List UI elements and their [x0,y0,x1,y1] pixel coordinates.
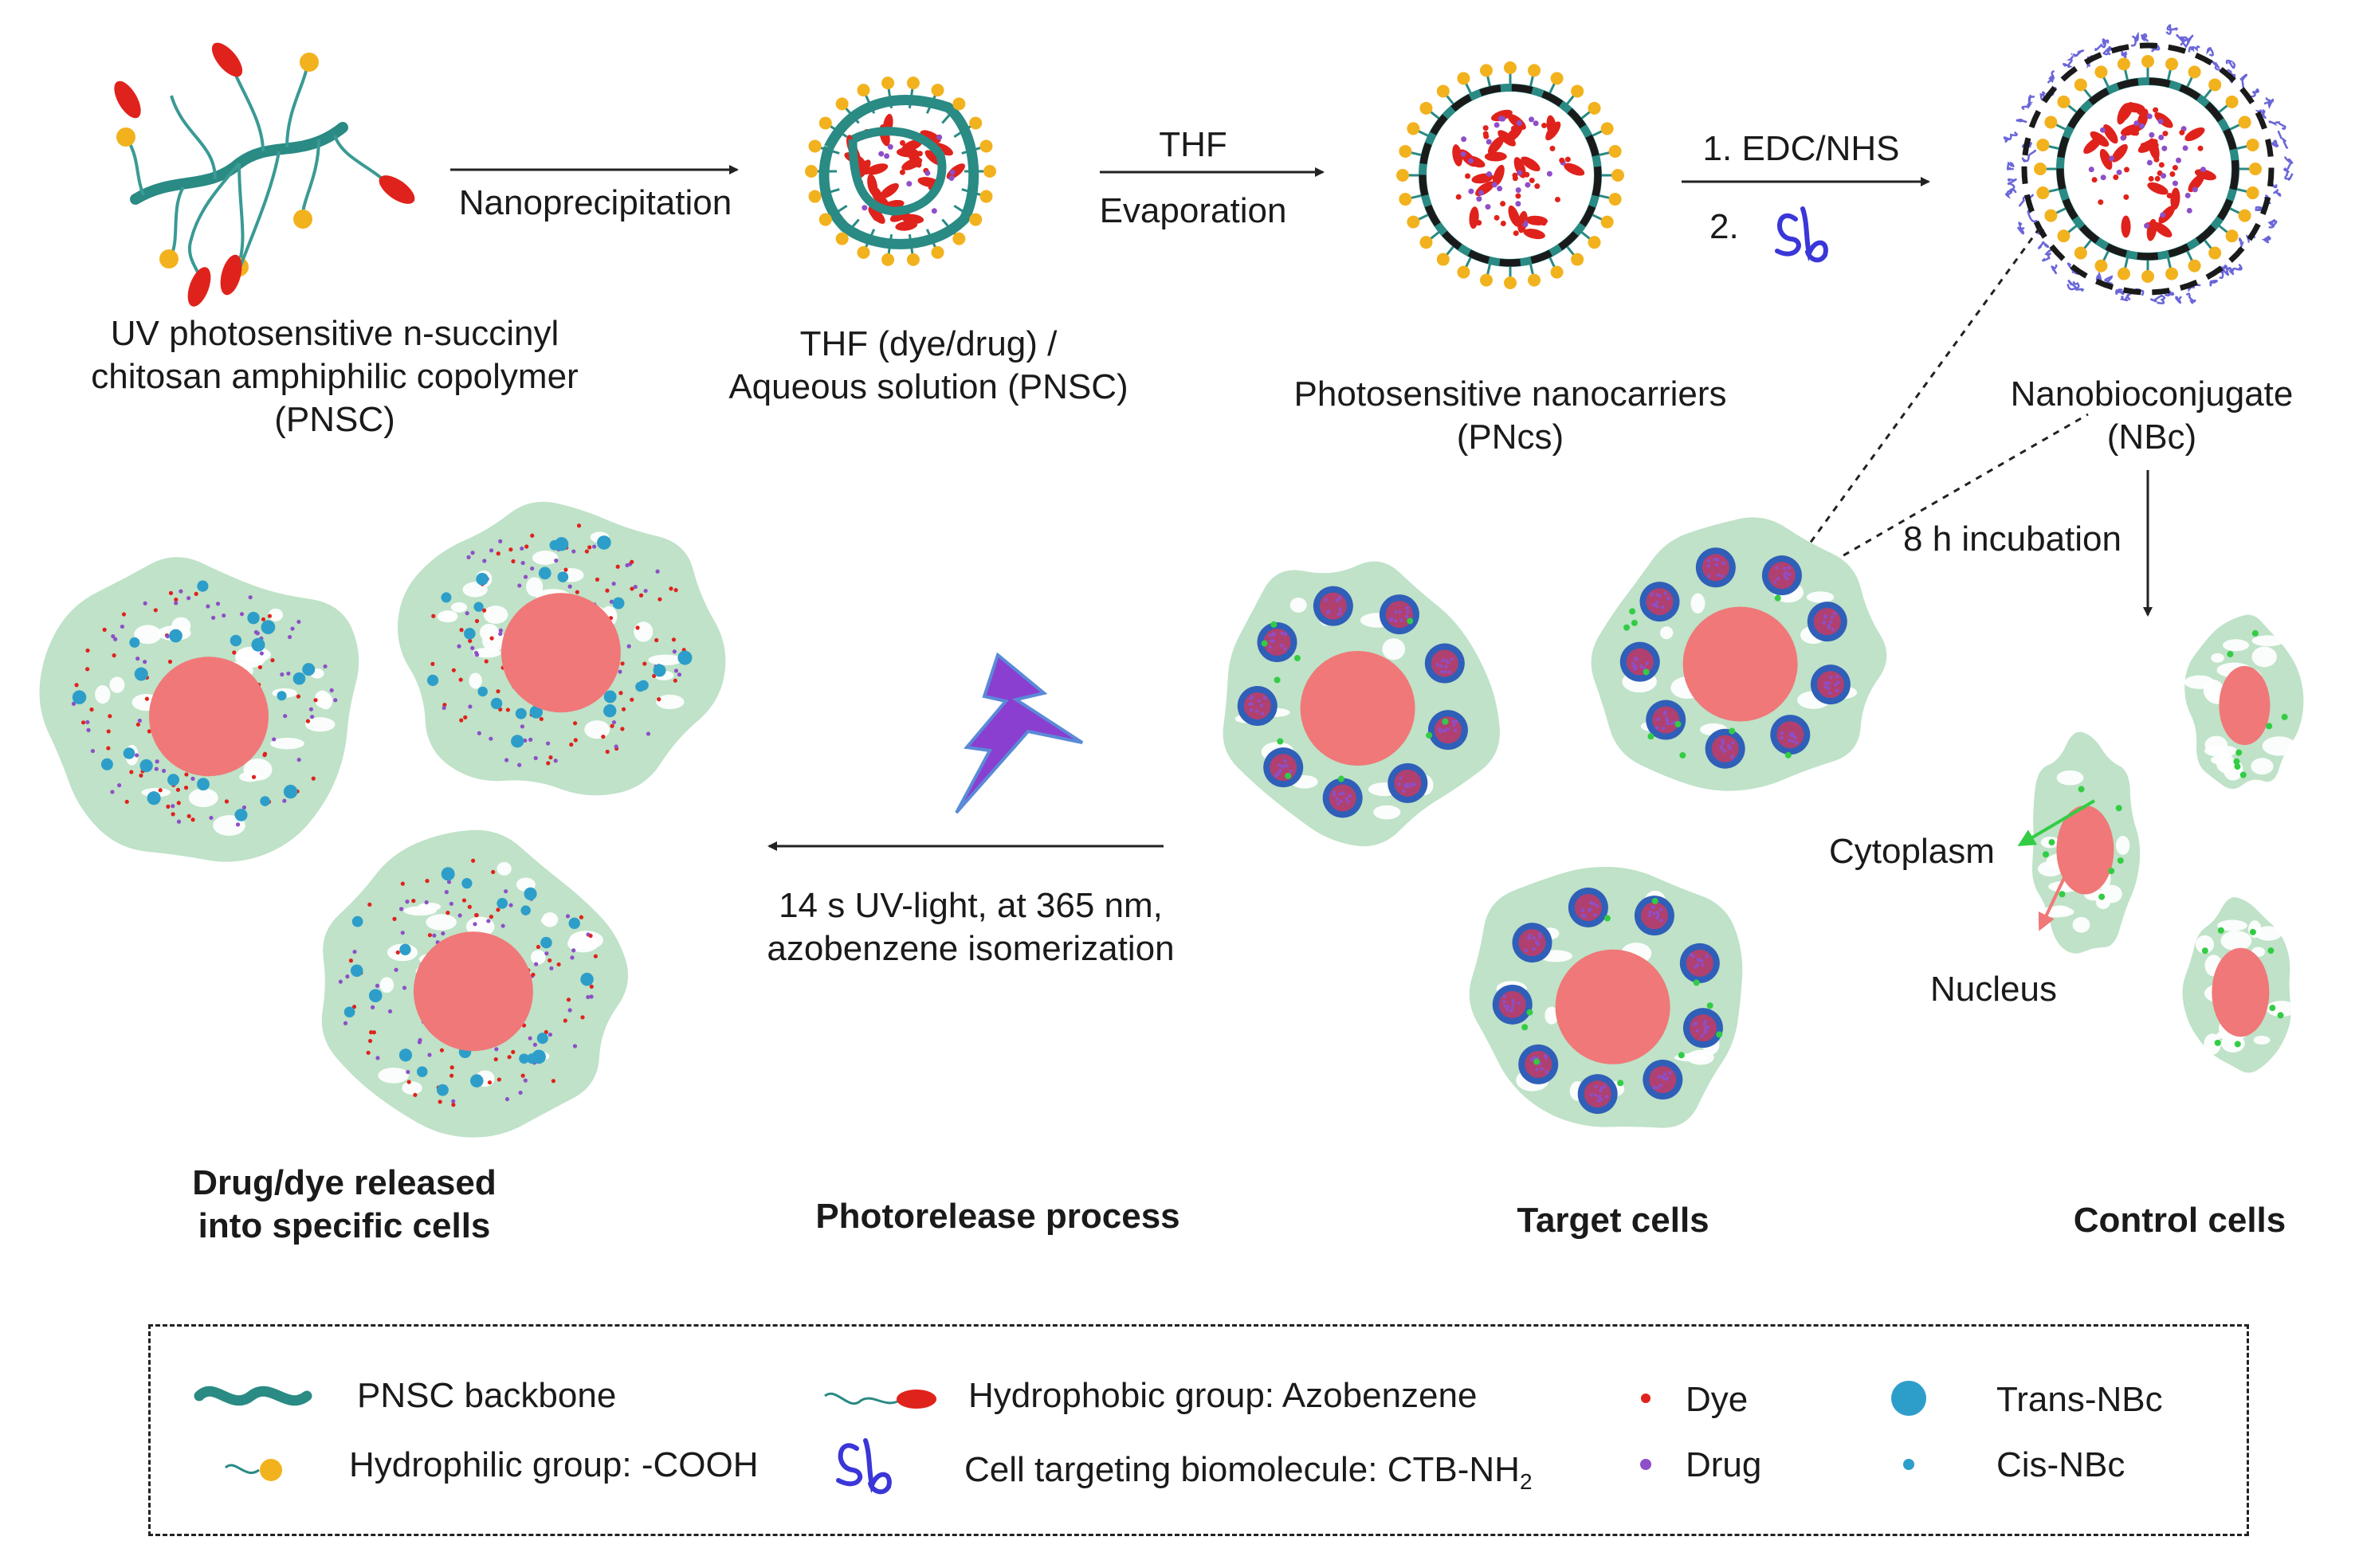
legend-hydrophilic-icon [224,1459,282,1481]
micelle-label: THF (dye/drug) / Aqueous solution (PNSC) [728,323,1128,409]
pncs-label: Photosensitive nanocarriers (PNcs) [1294,373,1727,459]
nucleus-pointer-arrow [2038,844,2082,931]
pncs-nanocarrier-icon [1396,61,1624,289]
pnsc-copolymer-icon [114,42,415,307]
micelle-label-line1: THF (dye/drug) / [799,324,1058,363]
pnsc-label-line1: UV photosensitive n-succinyl [110,314,559,353]
uv-conditions-line2: azobenzene isomerization [767,929,1175,968]
legend-hydrophobic-icon [824,1390,936,1409]
target-cell-2 [1591,517,1887,791]
legend-dye-icon [1641,1394,1651,1403]
cytoplasm-pointer-arrow [2017,799,2096,847]
micelle-label-line2: Aqueous solution (PNSC) [728,367,1128,406]
cytoplasm-label: Cytoplasm [1829,832,1995,871]
pncs-label-line2: (PNcs) [1456,417,1564,457]
photorelease-caption: Photorelease process [815,1197,1180,1236]
nucleus-label: Nucleus [1930,970,2057,1009]
pnsc-label: UV photosensitive n-succinyl chitosan am… [91,312,578,441]
legend-hydrophobic-label: Hydrophobic group: Azobenzene [968,1376,1478,1415]
legend-dye-label: Dye [1686,1380,1749,1419]
arrow1-label: Nanoprecipitation [458,183,732,222]
legend-drug-label: Drug [1686,1445,1762,1484]
legend-cis-nbc-icon [1903,1459,1914,1470]
legend-targeting-text: Cell targeting biomolecule: CTB-NH [964,1450,1520,1489]
arrow2-top-label: THF [1159,125,1227,164]
arrow3-top-label: 1. EDC/NHS [1702,129,1900,168]
pnsc-label-line2: chitosan amphiphilic copolymer [91,357,579,396]
pncs-label-line1: Photosensitive nanocarriers [1293,374,1727,414]
legend-cis-label: Cis-NBc [1996,1445,2125,1484]
pnsc-label-line3: (PNSC) [274,400,395,439]
control-cell-3 [2182,897,2297,1073]
arrow2-bottom-label: Evaporation [1099,191,1287,230]
legend-drug-icon [1640,1459,1651,1470]
released-caption: Drug/dye released into specific cells [192,1162,497,1248]
zoom-line-2 [1776,413,2089,595]
arrow3-bottom-label: 2. [1709,207,1739,246]
released-cell-1 [39,557,359,862]
target-cell-1 [1223,561,1500,847]
nbc-label-line2: (NBc) [2106,417,2197,457]
uv-conditions-label: 14 s UV-light, at 365 nm, azobenzene iso… [767,884,1174,970]
legend-trans-nbc-icon [1891,1381,1926,1416]
legend-targeting-subscript: 2 [1519,1469,1533,1494]
incubation-label: 8 h incubation [1903,519,2122,559]
legend-trans-label: Trans-NBc [1996,1380,2163,1419]
legend-targeting-label: Cell targeting biomolecule: CTB-NH2 [964,1448,1533,1503]
target-cell-3 [1469,866,1743,1128]
released-caption-line2: into specific cells [198,1206,491,1245]
micelle-icon [805,76,996,266]
legend-hydrophilic-label: Hydrophilic group: -COOH [349,1445,759,1484]
nbc-label-line1: Nanobioconjugate [2010,374,2294,414]
legend-box [148,1324,2249,1536]
control-cell-1 [2184,614,2304,790]
target-cells-caption: Target cells [1517,1201,1709,1240]
control-cell-2 [2031,731,2141,954]
released-caption-line1: Drug/dye released [192,1163,497,1202]
nbc-label: Nanobioconjugate (NBc) [2011,373,2294,459]
nbc-nanobioconjugate-icon [2003,24,2294,304]
legend-biomolecule-icon [836,1438,892,1495]
legend-backbone-label: PNSC backbone [357,1376,617,1415]
uv-conditions-line1: 14 s UV-light, at 365 nm, [779,886,1163,925]
released-cell-2 [398,501,726,796]
legend-backbone-icon [194,1386,312,1406]
biomolecule-icon [1775,206,1828,263]
released-cell-3 [321,829,629,1138]
uv-lightning-icon [955,652,1084,814]
control-cells-caption: Control cells [2073,1201,2286,1240]
